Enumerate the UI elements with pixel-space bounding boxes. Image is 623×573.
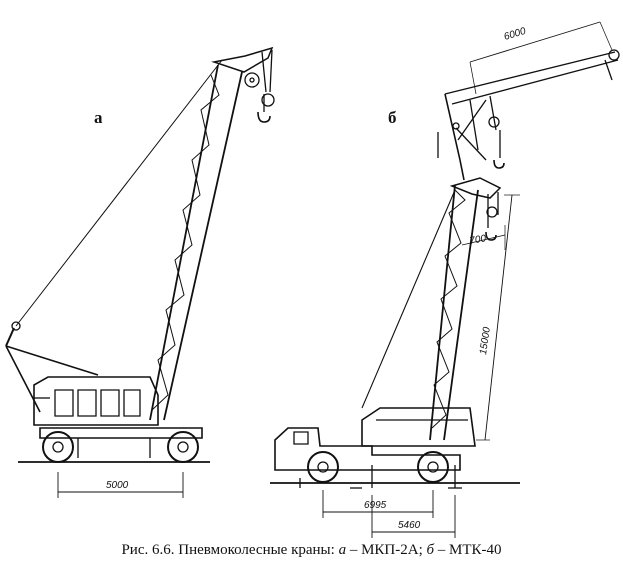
label-b: б [388, 108, 397, 127]
caption-b-text: – МТК-40 [434, 542, 502, 558]
dimension-lines [58, 472, 455, 538]
label-a: а [94, 108, 103, 127]
crane-a-drawing [6, 48, 274, 462]
figure-caption: Рис. 6.6. Пневмоколесные краны: а – МКП-… [0, 542, 623, 559]
caption-b-letter: б [426, 542, 435, 558]
dim-b-track: 5460 [398, 520, 421, 531]
caption-a-letter: а [338, 542, 347, 558]
dim-b-reach: 700 [469, 233, 488, 247]
dim-b-jib: 6000 [503, 26, 528, 43]
caption-a-text: – МКП-2А; [346, 542, 427, 558]
crane-b-drawing [270, 22, 619, 488]
dim-b-wheelbase: 6995 [364, 500, 387, 511]
dim-a-base: 5000 [106, 480, 129, 491]
caption-prefix: Рис. 6.6. Пневмоколесные краны: [121, 542, 339, 558]
dim-b-boom: 15000 [478, 326, 493, 356]
